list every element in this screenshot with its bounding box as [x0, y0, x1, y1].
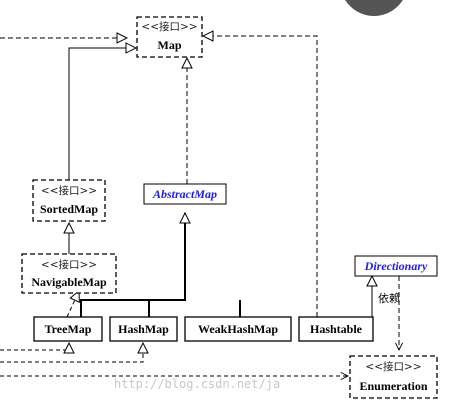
corner-decoration	[345, 0, 403, 16]
node-navigablemap-name: NavigableMap	[31, 275, 107, 289]
edge-treemap-to-navigablemap	[66, 291, 79, 318]
node-navigablemap-stereotype: <<接口>>	[41, 258, 97, 271]
node-hashtable: Hashtable	[298, 316, 374, 342]
edges	[0, 36, 399, 376]
node-sortedmap-name: SortedMap	[40, 202, 98, 216]
edge-sortedmap-to-map	[68, 48, 136, 180]
node-enumeration: <<接口>> Enumeration	[349, 355, 438, 399]
node-hashmap-name: HashMap	[118, 322, 169, 336]
node-treemap-box	[33, 316, 103, 342]
node-directionary: Directionary	[354, 255, 438, 277]
node-directionary-box	[354, 255, 438, 277]
node-treemap-name: TreeMap	[45, 322, 92, 336]
edge-left-to-treemap	[0, 343, 69, 350]
edge-hashtable-to-map	[203, 36, 318, 317]
node-hashtable-name: Hashtable	[310, 322, 363, 336]
edge-left-to-hashmap	[0, 343, 143, 363]
edge-subclasses-to-abstractmap	[80, 213, 185, 317]
node-hashtable-box	[298, 316, 374, 342]
node-sortedmap: <<接口>> SortedMap	[32, 179, 106, 222]
node-weakhashmap-name: WeakHashMap	[198, 322, 278, 336]
node-map-box	[136, 16, 203, 58]
edge-hashtable-to-directionary	[348, 276, 372, 319]
node-enumeration-box	[349, 355, 438, 399]
node-navigablemap-box	[21, 253, 117, 294]
node-hashmap: HashMap	[109, 316, 178, 342]
dependency-label: 依赖	[378, 292, 400, 305]
node-enumeration-name: Enumeration	[359, 379, 427, 393]
node-sortedmap-box	[32, 179, 106, 222]
node-navigablemap: <<接口>> NavigableMap	[21, 253, 117, 294]
node-map: <<接口>> Map	[136, 16, 203, 58]
node-sortedmap-stereotype: <<接口>>	[41, 184, 97, 197]
node-map-name: Map	[158, 38, 182, 52]
node-weakhashmap: WeakHashMap	[184, 316, 292, 342]
node-abstractmap-name: AbstractMap	[152, 187, 217, 201]
node-map-stereotype: <<接口>>	[141, 20, 197, 33]
node-weakhashmap-box	[184, 316, 292, 342]
node-hashmap-box	[109, 316, 178, 342]
node-abstractmap-box	[143, 183, 227, 205]
node-abstractmap: AbstractMap	[143, 183, 227, 205]
watermark: http://blog.csdn.net/ja	[114, 377, 280, 391]
node-enumeration-stereotype: <<接口>>	[365, 360, 421, 373]
node-treemap: TreeMap	[33, 316, 103, 342]
node-directionary-name: Directionary	[364, 259, 428, 273]
